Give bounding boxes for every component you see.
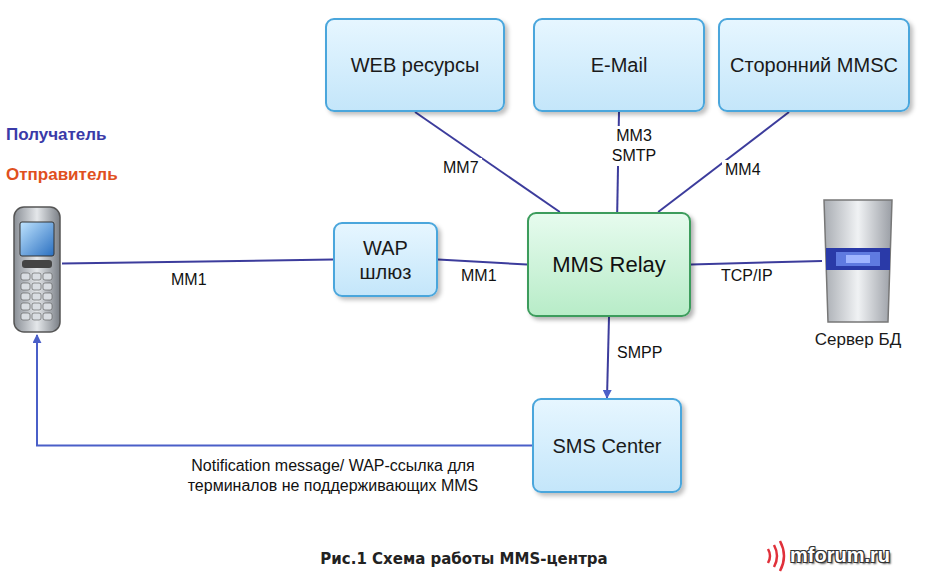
watermark-icon <box>768 541 784 571</box>
connector <box>691 261 822 265</box>
connector <box>37 335 532 446</box>
watermark: mforum.ru <box>790 544 890 567</box>
server-node: Сервер БД <box>822 198 894 324</box>
connector <box>415 112 560 212</box>
node-text: WEB ресурсы <box>351 53 480 77</box>
edge-label: Notification message/ WAP-ссылка для тер… <box>180 456 486 496</box>
node-text: MMS Relay <box>552 252 666 278</box>
sms-box: SMS Center <box>532 398 682 493</box>
node-text: Получатель <box>6 125 107 145</box>
edge-label: MM4 <box>722 160 764 180</box>
node-text: Сторонний MMSC <box>730 53 898 77</box>
node-text: WAP шлюз <box>345 236 426 284</box>
phone-illustration <box>14 207 60 332</box>
mmsc-box: Сторонний MMSC <box>718 18 910 112</box>
phone-node: ПолучательОтправитель <box>12 205 62 335</box>
caption: Рис.1 Схема работы MMS-центра <box>0 550 928 568</box>
relay-box: MMS Relay <box>527 212 691 317</box>
server-illustration <box>824 200 892 322</box>
edge-label: SMPP <box>614 343 665 363</box>
email-box: E-Mail <box>533 18 705 112</box>
connector <box>607 317 609 398</box>
connector <box>62 260 333 264</box>
node-text: Сервер БД <box>815 330 901 350</box>
node-text: SMS Center <box>553 434 662 458</box>
edge-label: MM1 <box>458 266 500 286</box>
edge-label: MM1 <box>168 270 210 290</box>
wap-box: WAP шлюз <box>333 222 438 297</box>
edge-label: MM3 SMTP <box>606 126 662 166</box>
node-text: E-Mail <box>591 53 648 77</box>
edge-label: TCP/IP <box>718 266 776 286</box>
edge-label: MM7 <box>440 158 482 178</box>
connector <box>658 112 789 212</box>
web-box: WEB ресурсы <box>325 18 505 112</box>
connector <box>438 260 527 265</box>
node-text: Отправитель <box>6 165 118 185</box>
